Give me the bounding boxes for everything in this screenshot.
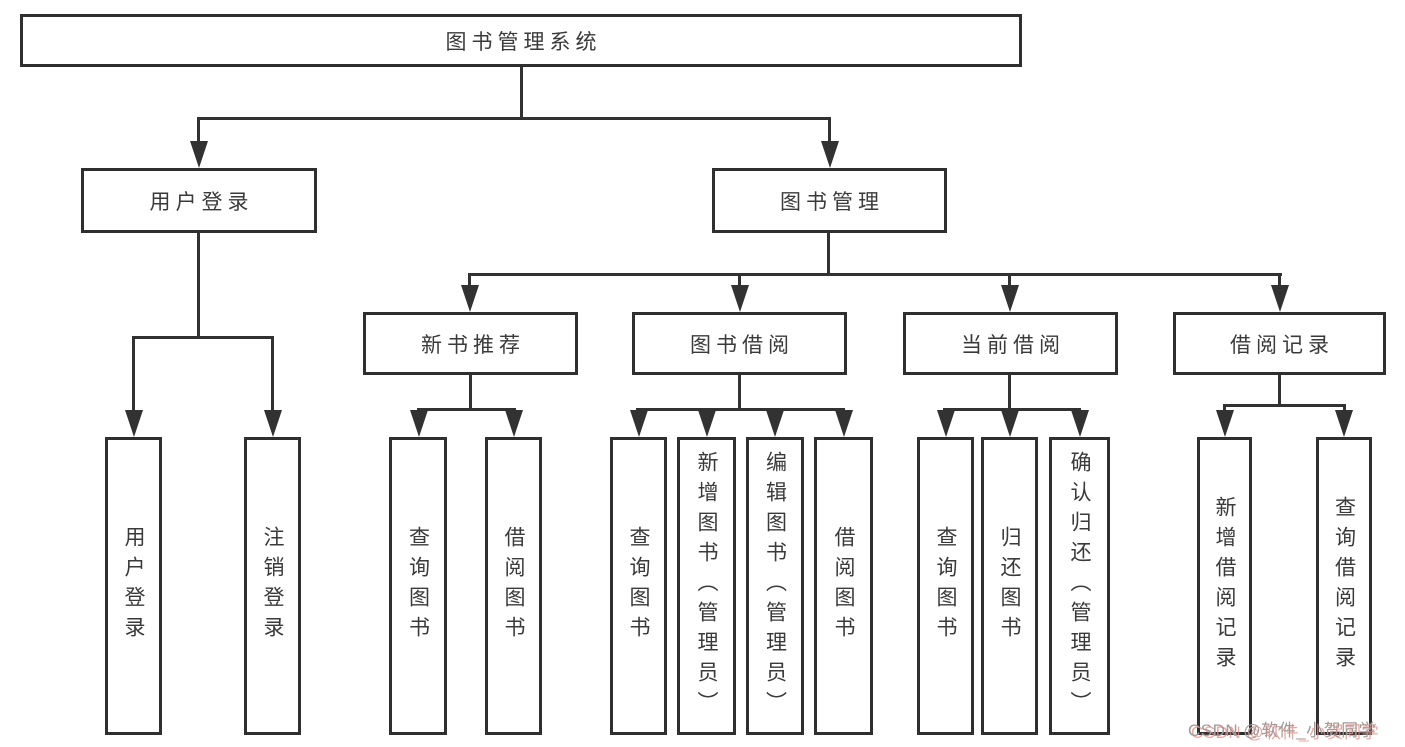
- leaf-newbook-borrow-books-label: 借阅图书: [502, 526, 525, 646]
- leaf-newbook-query-books-label: 查询图书: [406, 526, 430, 646]
- node-new-book-recommend-label: 新书推荐: [421, 333, 525, 357]
- connector-line: [1278, 273, 1281, 289]
- connector-line: [197, 233, 200, 336]
- leaf-current-confirm-return-admin: 确认归还（管理员）: [1049, 437, 1110, 735]
- leaf-borrowing-query-books-label: 查询图书: [627, 526, 650, 646]
- connector-line: [132, 336, 135, 412]
- arrow-down-icon: [505, 410, 523, 437]
- leaf-records-add-record-label: 新增借阅记录: [1213, 496, 1236, 676]
- node-borrowing-records-label: 借阅记录: [1230, 333, 1334, 357]
- leaf-newbook-query-books: 查询图书: [389, 437, 447, 735]
- connector-line: [738, 273, 741, 289]
- arrow-down-icon: [630, 410, 648, 437]
- csdn-watermark: CSDN @软件_小贺同学: [1188, 721, 1377, 740]
- connector-line: [1223, 404, 1226, 412]
- connector-line: [827, 233, 830, 273]
- node-book-borrowing-label: 图书借阅: [690, 333, 794, 357]
- arrow-down-icon: [937, 410, 955, 437]
- leaf-records-query-record-label: 查询借阅记录: [1332, 496, 1356, 676]
- arrow-down-icon: [264, 410, 282, 437]
- leaf-borrowing-add-books-admin-label: 新增图书（管理员）: [695, 451, 718, 721]
- connector-line: [197, 117, 831, 120]
- node-current-borrowing: 当前借阅: [903, 312, 1118, 375]
- leaf-borrowing-borrow-books: 借阅图书: [814, 437, 873, 735]
- leaf-borrowing-edit-books-admin: 编辑图书（管理员）: [746, 437, 804, 735]
- leaf-records-query-record: 查询借阅记录: [1316, 437, 1372, 735]
- leaf-current-confirm-return-admin-label: 确认归还（管理员）: [1068, 451, 1091, 721]
- arrow-down-icon: [835, 410, 853, 437]
- leaf-current-query-books: 查询图书: [917, 437, 974, 735]
- node-book-management-label: 图书管理: [780, 190, 884, 214]
- leaf-borrowing-add-books-admin: 新增图书（管理员）: [677, 437, 736, 735]
- connector-line: [468, 273, 471, 289]
- arrow-down-icon: [731, 285, 749, 312]
- leaf-logout: 注销登录: [244, 437, 301, 735]
- leaf-user-login-label: 用户登录: [122, 526, 145, 646]
- node-book-borrowing: 图书借阅: [632, 312, 847, 375]
- connector-line: [1008, 375, 1011, 408]
- node-user-login: 用户登录: [81, 168, 317, 233]
- leaf-current-query-books-label: 查询图书: [934, 526, 957, 646]
- arrow-down-icon: [1001, 285, 1019, 312]
- connector-line: [469, 375, 472, 408]
- connector-line: [636, 408, 845, 411]
- arrow-down-icon: [125, 410, 143, 437]
- node-user-login-label: 用户登录: [149, 190, 254, 214]
- connector-line: [1223, 404, 1346, 407]
- node-library-system-label: 图书管理系统: [445, 30, 602, 54]
- connector-line: [828, 117, 831, 144]
- arrow-down-icon: [461, 285, 479, 312]
- leaf-borrowing-query-books: 查询图书: [610, 437, 667, 735]
- arrow-down-icon: [410, 410, 428, 437]
- connector-line: [271, 336, 274, 412]
- arrow-down-icon: [1216, 410, 1234, 437]
- leaf-records-add-record: 新增借阅记录: [1197, 437, 1252, 735]
- arrow-down-icon: [821, 141, 839, 168]
- leaf-borrowing-borrow-books-label: 借阅图书: [832, 526, 855, 646]
- connector-line: [1343, 404, 1346, 412]
- arrow-down-icon: [190, 141, 208, 168]
- connector-line: [738, 375, 741, 408]
- node-borrowing-records: 借阅记录: [1173, 312, 1386, 375]
- arrow-down-icon: [1071, 410, 1089, 437]
- leaf-current-return-books: 归还图书: [981, 437, 1038, 735]
- node-new-book-recommend: 新书推荐: [363, 312, 578, 375]
- connector-line: [469, 273, 1282, 276]
- leaf-borrowing-edit-books-admin-label: 编辑图书（管理员）: [763, 451, 787, 721]
- arrow-down-icon: [1001, 410, 1019, 437]
- connector-line: [1278, 375, 1281, 404]
- connector-line: [943, 408, 1080, 411]
- leaf-current-return-books-label: 归还图书: [998, 526, 1021, 646]
- connector-line: [197, 117, 200, 144]
- arrow-down-icon: [698, 410, 716, 437]
- connector-line: [1008, 273, 1011, 289]
- arrow-down-icon: [1335, 410, 1353, 437]
- node-library-system: 图书管理系统: [20, 14, 1022, 67]
- connector-line: [132, 336, 274, 339]
- connector-line: [520, 67, 523, 117]
- leaf-user-login: 用户登录: [105, 437, 162, 735]
- node-current-borrowing-label: 当前借阅: [961, 333, 1065, 357]
- leaf-logout-label: 注销登录: [261, 526, 284, 646]
- arrow-down-icon: [1271, 285, 1289, 312]
- connector-line: [417, 408, 516, 411]
- arrow-down-icon: [766, 410, 784, 437]
- node-book-management: 图书管理: [712, 168, 947, 233]
- leaf-newbook-borrow-books: 借阅图书: [485, 437, 542, 735]
